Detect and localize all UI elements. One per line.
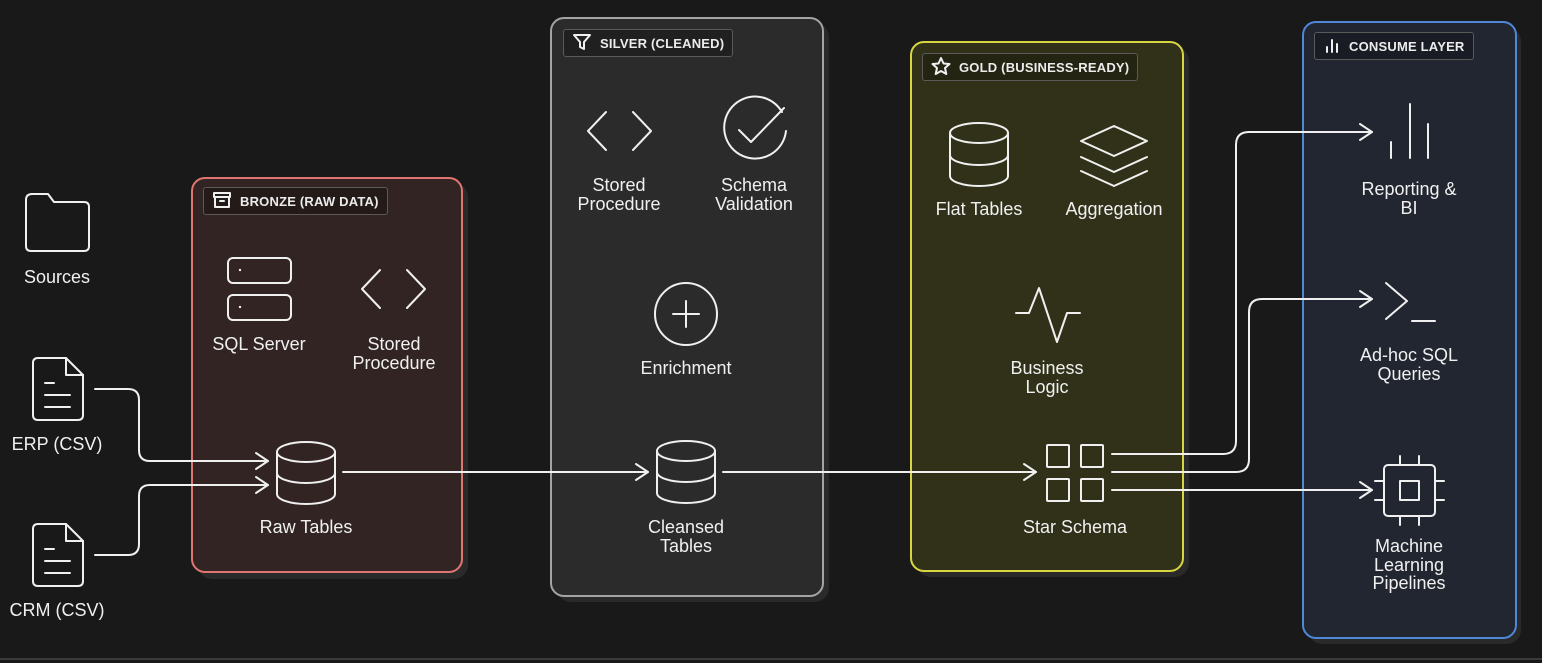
bottom-divider	[0, 658, 1542, 660]
gold-badge-label: GOLD (BUSINESS-READY)	[959, 59, 1130, 75]
database-icon	[949, 122, 1009, 187]
cleansed-tables-label: Cleansed Tables	[647, 517, 725, 556]
schema-validation-label: Schema Validation	[715, 175, 793, 214]
layers-icon	[1080, 125, 1148, 187]
connector-lines	[94, 123, 1373, 556]
gold-badge: GOLD (BUSINESS-READY)	[922, 53, 1139, 81]
cpu-icon	[1374, 455, 1445, 526]
ml-pipelines-label: Machine Learning Pipelines	[1372, 536, 1446, 593]
star-icon	[931, 56, 951, 78]
bronze-layer	[191, 177, 463, 573]
enrichment-label: Enrichment	[640, 358, 732, 378]
erp-file-icon	[32, 357, 84, 421]
flat-tables-label: Flat Tables	[935, 199, 1023, 219]
activity-icon	[1015, 287, 1081, 343]
check-circle-icon	[723, 95, 787, 160]
raw-tables-label: Raw Tables	[259, 517, 353, 537]
crm-file-icon	[32, 523, 84, 587]
sources-label: Sources	[23, 267, 91, 287]
consume-badge: CONSUME LAYER	[1314, 32, 1474, 60]
aggregation-label: Aggregation	[1065, 199, 1163, 219]
business-logic-label: Business Logic	[1010, 358, 1084, 397]
reporting-bi-label: Reporting & BI	[1361, 179, 1457, 218]
silver-badge: SILVER (CLEANED)	[563, 29, 734, 57]
bronze-badge: BRONZE (RAW DATA)	[203, 187, 388, 215]
sql-server-label: SQL Server	[212, 334, 306, 354]
plus-circle-icon	[654, 282, 718, 346]
server-icon	[227, 257, 292, 321]
grid-icon	[1046, 444, 1104, 502]
silver-stored-procedure-label: Stored Procedure	[577, 175, 661, 214]
code-icon	[587, 111, 652, 151]
star-schema-label: Star Schema	[1022, 517, 1128, 537]
adhoc-sql-label: Ad-hoc SQL Queries	[1359, 345, 1459, 384]
bar-chart-icon	[1390, 103, 1429, 159]
consume-badge-label: CONSUME LAYER	[1349, 38, 1465, 54]
database-icon	[656, 440, 716, 504]
erp-source-label: ERP (CSV)	[11, 434, 103, 454]
terminal-icon	[1385, 282, 1436, 322]
database-icon	[276, 441, 336, 505]
archive-icon	[212, 191, 232, 212]
silver-badge-label: SILVER (CLEANED)	[600, 35, 725, 51]
bar-chart-icon	[1323, 36, 1341, 57]
filter-icon	[572, 33, 592, 54]
code-icon	[361, 269, 426, 309]
bronze-stored-procedure-label: Stored Procedure	[352, 334, 436, 373]
bronze-badge-label: BRONZE (RAW DATA)	[240, 193, 379, 209]
folder-icon	[25, 193, 90, 252]
crm-source-label: CRM (CSV)	[9, 600, 105, 620]
